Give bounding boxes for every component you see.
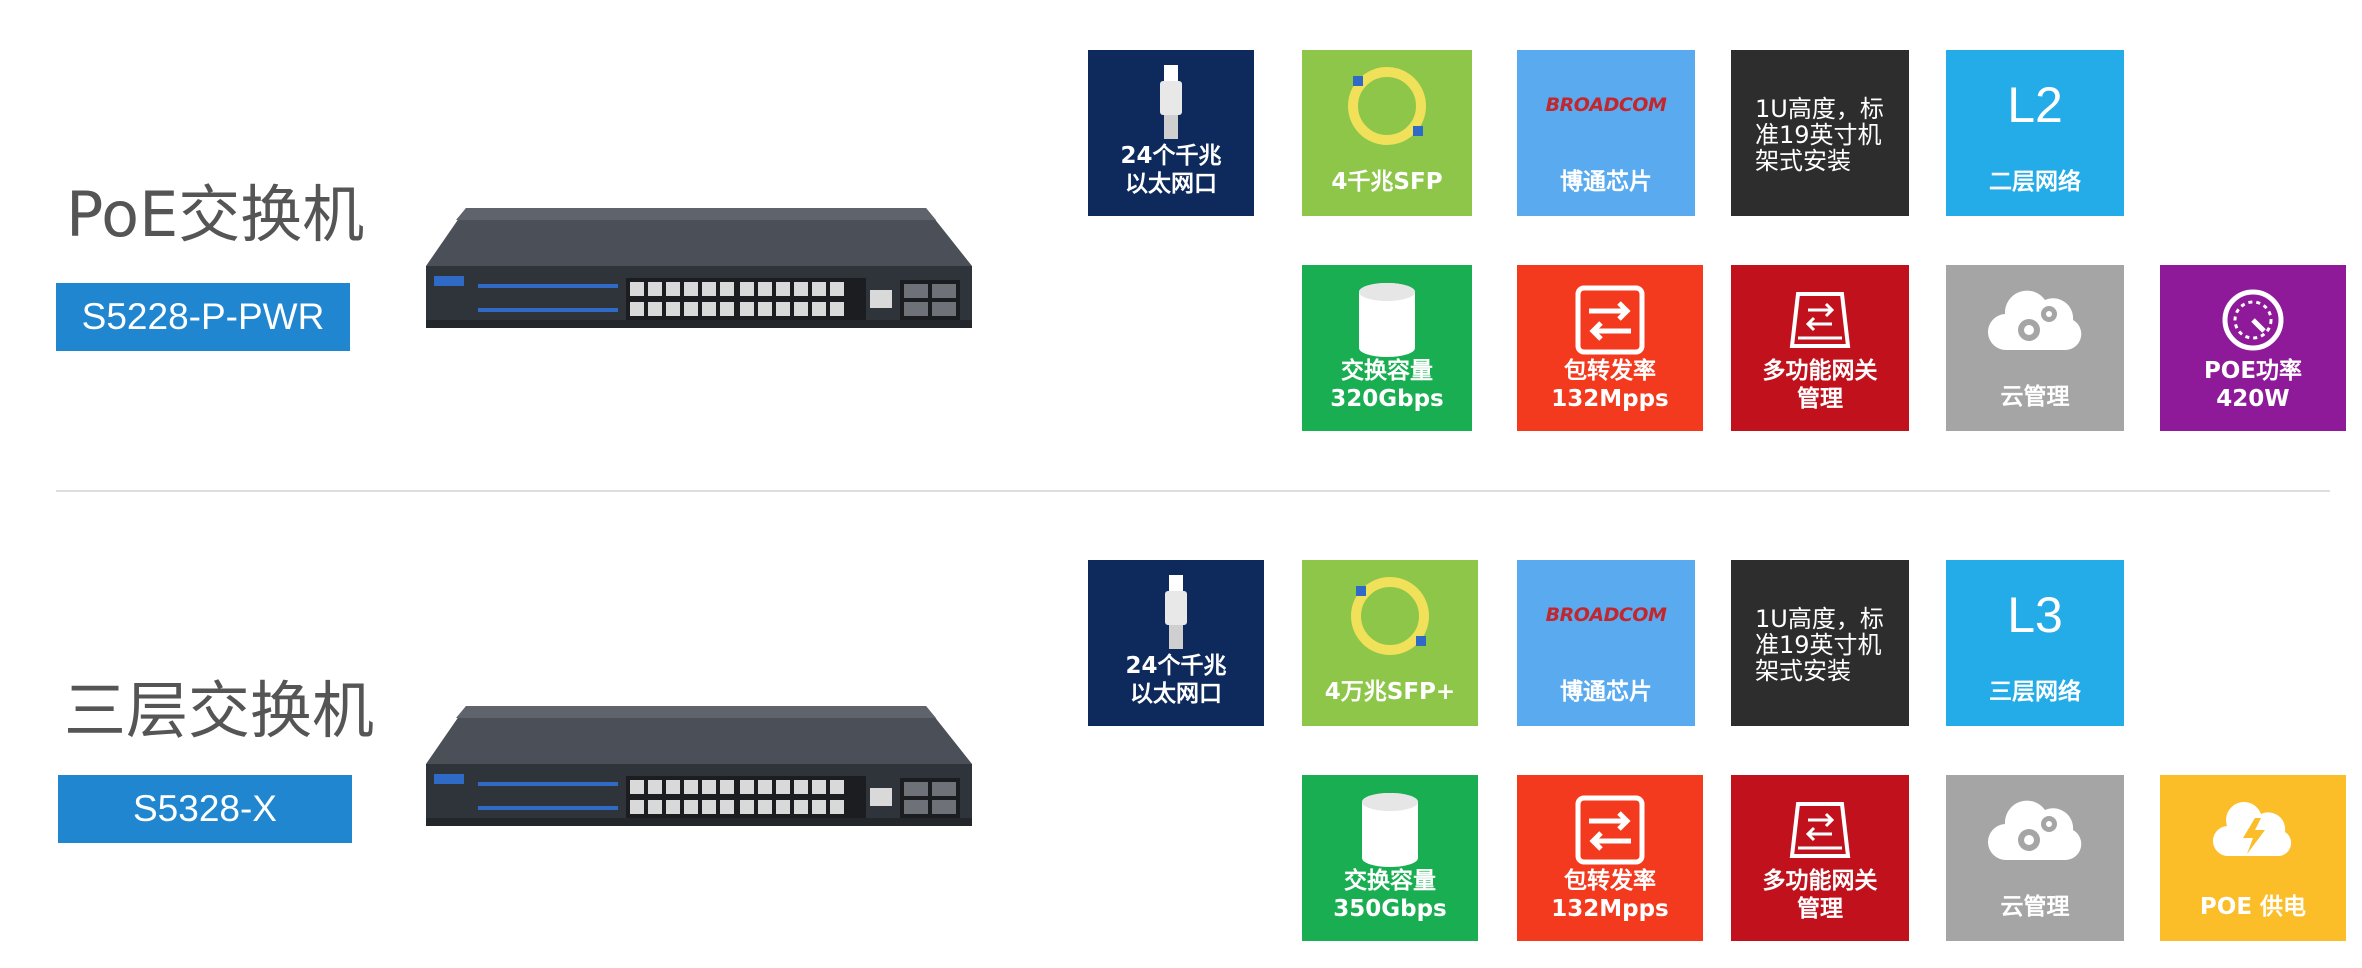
- tile-chip: BROADCOM 博通芯片: [1517, 560, 1695, 726]
- tile-forwarding: 包转发率 132Mpps: [1517, 775, 1703, 941]
- tile-label: 多功能网关 管理: [1762, 868, 1878, 922]
- tile-ports: 24个千兆 以太网口: [1088, 560, 1264, 726]
- ethernet-cable-icon: [1088, 560, 1264, 670]
- tile-rack: 1U高度，标 准19英寸机 架式安装: [1731, 50, 1909, 216]
- tile-label: 24个千兆 以太网口: [1120, 143, 1222, 197]
- transfer-arrows-icon: [1517, 265, 1703, 375]
- tile-poe: POE 供电: [2160, 775, 2346, 941]
- tile-label: 交换容量 350Gbps: [1333, 868, 1447, 922]
- tile-layer: L2 二层网络: [1946, 50, 2124, 216]
- tile-label: 多功能网关 管理: [1762, 358, 1878, 412]
- tile-label: 博通芯片: [1560, 679, 1652, 705]
- cloud-gear-icon: [1946, 775, 2124, 885]
- ethernet-cable-icon: [1088, 50, 1254, 160]
- tile-cloud: 云管理: [1946, 775, 2124, 941]
- tile-label: 包转发率 132Mpps: [1551, 868, 1669, 922]
- product-title: 三层交换机: [64, 674, 375, 747]
- transfer-arrows-icon: [1517, 775, 1703, 885]
- power-gauge-icon: [2160, 265, 2346, 375]
- tile-forwarding: 包转发率 132Mpps: [1517, 265, 1703, 431]
- tile-label: 博通芯片: [1560, 169, 1652, 195]
- layer-text: L2: [2007, 77, 2063, 133]
- switch-image: [426, 208, 972, 328]
- tile-capacity: 交换容量 350Gbps: [1302, 775, 1478, 941]
- router-icon: [1731, 775, 1909, 885]
- layer-text: L3: [2007, 587, 2063, 643]
- tile-label: 包转发率 132Mpps: [1551, 358, 1669, 412]
- tile-layer: L3 三层网络: [1946, 560, 2124, 726]
- tile-sfp: 4千兆SFP: [1302, 50, 1472, 216]
- tile-label: 云管理: [2000, 384, 2070, 410]
- storage-cylinder-icon: [1302, 775, 1478, 885]
- tile-label: 4万兆SFP+: [1324, 679, 1456, 705]
- router-icon: [1731, 265, 1909, 375]
- tile-label: 24个千兆 以太网口: [1125, 653, 1227, 707]
- broadcom-logo: BROADCOM: [1545, 604, 1667, 626]
- tile-chip: BROADCOM 博通芯片: [1517, 50, 1695, 216]
- switch-image: [426, 706, 972, 826]
- tile-sfp: 4万兆SFP+: [1302, 560, 1478, 726]
- section-divider: [56, 490, 2330, 492]
- tile-label: 云管理: [2000, 894, 2070, 920]
- tile-label: POE功率 420W: [2203, 358, 2303, 412]
- tile-gateway: 多功能网关 管理: [1731, 775, 1909, 941]
- tile-capacity: 交换容量 320Gbps: [1302, 265, 1472, 431]
- cloud-lightning-icon: [2160, 775, 2346, 885]
- tile-text: 1U高度，标 准19英寸机 架式安装: [1755, 605, 1884, 685]
- tile-gateway: 多功能网关 管理: [1731, 265, 1909, 431]
- tile-ports: 24个千兆 以太网口: [1088, 50, 1254, 216]
- model-badge: S5228-P-PWR: [56, 283, 350, 351]
- tile-label: POE 供电: [2199, 894, 2307, 920]
- broadcom-logo: BROADCOM: [1545, 94, 1667, 116]
- tile-label: 交换容量 320Gbps: [1330, 358, 1444, 412]
- tile-label: 4千兆SFP: [1331, 169, 1443, 195]
- tile-cloud: 云管理: [1946, 265, 2124, 431]
- tile-label: 三层网络: [1989, 679, 2081, 705]
- model-badge: S5328-X: [58, 775, 352, 843]
- tile-poe: POE功率 420W: [2160, 265, 2346, 431]
- fiber-cable-icon: [1302, 50, 1472, 160]
- tile-label: 二层网络: [1989, 169, 2081, 195]
- tile-rack: 1U高度，标 准19英寸机 架式安装: [1731, 560, 1909, 726]
- product-title: PoE交换机: [66, 178, 365, 251]
- tile-text: 1U高度，标 准19英寸机 架式安装: [1755, 95, 1884, 175]
- cloud-gear-icon: [1946, 265, 2124, 375]
- storage-cylinder-icon: [1302, 265, 1472, 375]
- fiber-cable-icon: [1302, 560, 1478, 670]
